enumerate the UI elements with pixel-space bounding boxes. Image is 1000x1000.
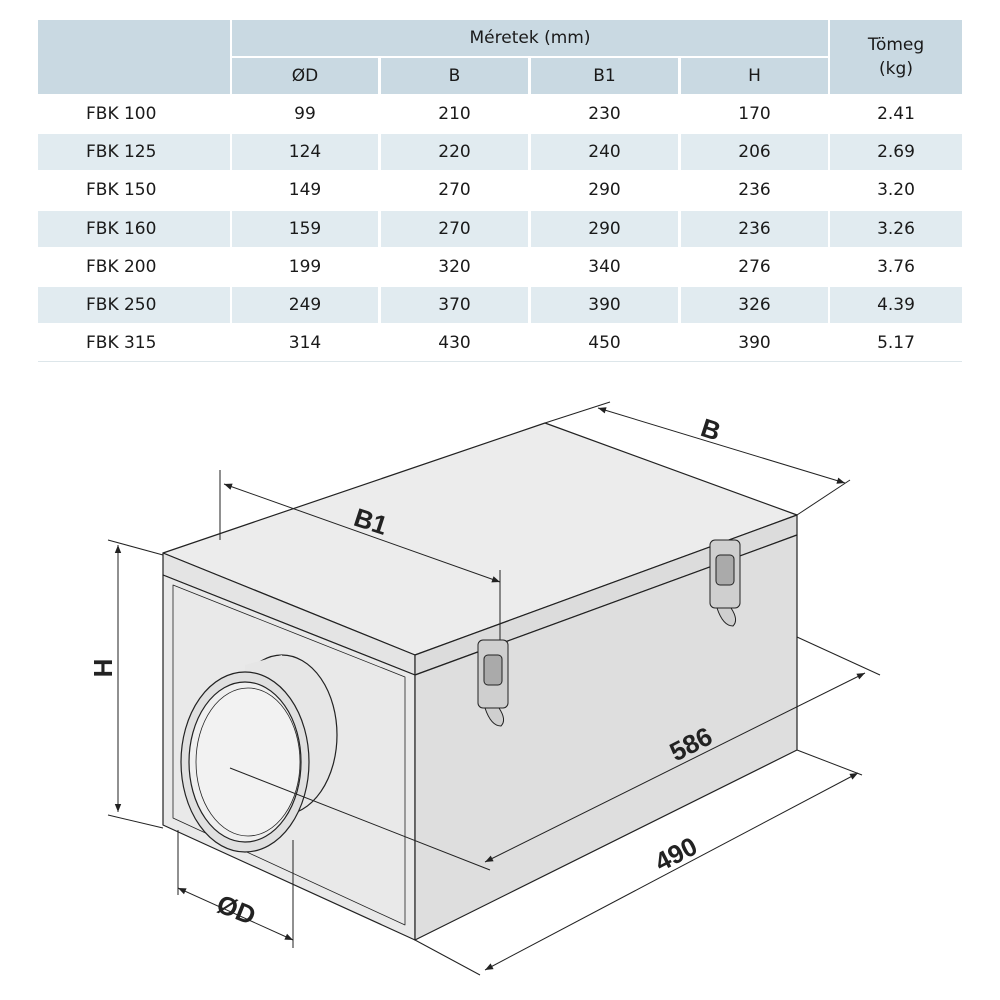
row-model: FBK 100 (86, 104, 157, 124)
dimensions-table: Méretek (mm) Tömeg (kg) ØD B B1 H FBK 10… (0, 0, 1000, 370)
table-cell: 276 (738, 256, 771, 277)
col-header-d: ØD (232, 58, 378, 94)
table-cell: 3.20 (877, 180, 915, 201)
col-header-h: H (681, 58, 828, 94)
table-cell: 220 (381, 134, 528, 171)
table-cell: 199 (288, 256, 322, 277)
dimension-lines (107, 401, 881, 976)
table-cell: 2.69 (830, 134, 962, 171)
table-cell: 320 (438, 256, 471, 277)
table-cell: 326 (681, 287, 828, 323)
table-cell: 340 (588, 256, 621, 277)
table-cell: 99 (294, 104, 316, 124)
col-header-b1: B1 (531, 58, 678, 94)
table-cell: 3.26 (830, 210, 962, 247)
table-cell: 149 (288, 180, 322, 201)
label-d: ØD (213, 888, 260, 930)
table-cell: 5.17 (877, 333, 915, 354)
table-cell: 206 (681, 134, 828, 171)
table-cell: 314 (288, 333, 322, 354)
row-model: FBK 160 (38, 210, 230, 247)
row-model: FBK 250 (38, 287, 230, 323)
table-cell: 450 (588, 333, 621, 354)
label-b: B (697, 412, 724, 446)
table-cell: 430 (438, 333, 471, 354)
table-cell: 390 (531, 287, 678, 323)
table-cell: 170 (738, 104, 771, 124)
table-cell: 4.39 (830, 287, 962, 323)
table-cell: 370 (381, 287, 528, 323)
group-header: Méretek (mm) (232, 20, 828, 56)
weight-header: Tömeg (kg) (830, 20, 962, 94)
weight-header-unit: (kg) (879, 59, 913, 79)
latch-right (709, 539, 741, 627)
corner-header (38, 20, 230, 94)
table-cell: 290 (588, 180, 621, 201)
table-cell: 236 (681, 210, 828, 247)
table-cell: 3.76 (877, 256, 915, 277)
row-model: FBK 315 (86, 333, 157, 354)
row-model: FBK 125 (38, 134, 230, 171)
table-cell: 390 (738, 333, 771, 354)
table-cell: 159 (232, 210, 378, 247)
table-cell: 124 (232, 134, 378, 171)
col-header-b: B (381, 58, 528, 94)
weight-header-label: Tömeg (867, 35, 925, 55)
table-cell: 249 (232, 287, 378, 323)
table-cell: 270 (381, 210, 528, 247)
table-cell: 240 (531, 134, 678, 171)
row-model: FBK 200 (86, 256, 157, 277)
table-cell: 236 (738, 180, 771, 201)
table-cell: 2.41 (877, 104, 915, 124)
label-490: 490 (650, 831, 702, 877)
row-model: FBK 150 (86, 180, 157, 201)
table-bottom-rule (38, 361, 962, 362)
table-cell: 230 (588, 104, 621, 124)
label-h: H (88, 659, 118, 678)
table-cell: 210 (438, 104, 471, 124)
table-cell: 290 (531, 210, 678, 247)
table-cell: 270 (438, 180, 471, 201)
